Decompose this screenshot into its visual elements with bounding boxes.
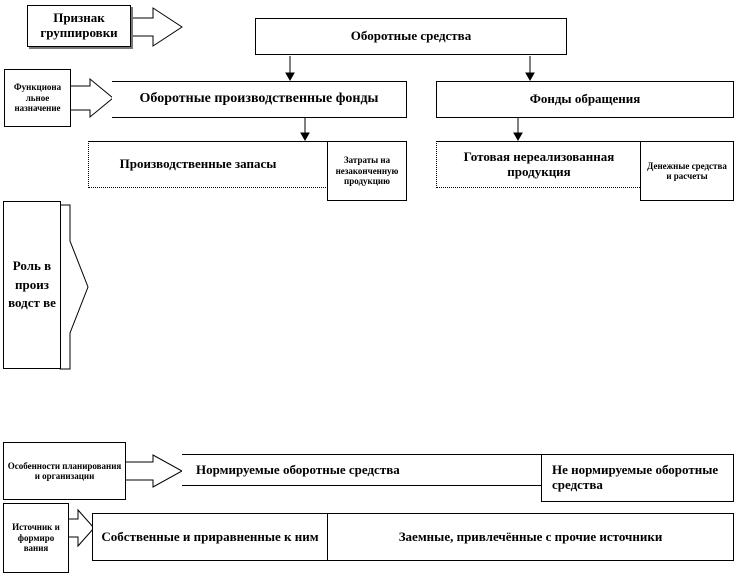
criterion-function-label: Функциона льное назначение <box>13 82 62 114</box>
node-working-capital: Оборотные средства <box>255 18 567 55</box>
node-production-funds: Оборотные производственные фонды <box>112 81 407 118</box>
node-normalized-label: Нормируемые оборотные средства <box>196 461 400 477</box>
node-finished-goods: Готовая нереализованная продукция <box>436 141 642 188</box>
node-own: Собственные и приравненные к ним <box>92 513 328 561</box>
node-borrowed-label: Заемные, привлечённые с прочие источники <box>398 528 663 544</box>
criterion-role-label: Роль в произ водст ве <box>8 257 56 311</box>
criterion-planning: Особенности планирования и организации <box>3 442 126 500</box>
node-working-capital-label: Оборотные средства <box>350 28 472 44</box>
criterion-grouping-label: Признак группировки <box>40 10 118 40</box>
criterion-role: Роль в произ водст ве <box>3 201 61 369</box>
criterion-sources-label: Источник и формиро вания <box>12 522 60 554</box>
node-wip-costs-label: Затраты на незаконченную продукцию <box>335 155 399 187</box>
node-borrowed: Заемные, привлечённые с прочие источники <box>327 513 734 561</box>
node-production-stocks-label: Производственные запасы <box>119 156 277 172</box>
node-own-label: Собственные и приравненные к ним <box>101 528 319 544</box>
node-cash-label: Денежные средства и расчеты <box>647 160 727 181</box>
block-arrow-planning <box>124 454 184 488</box>
node-circulation-funds-label: Фонды обращения <box>529 91 641 107</box>
node-wip-costs: Затраты на незаконченную продукцию <box>327 141 407 201</box>
criterion-sources: Источник и формиро вания <box>3 503 69 573</box>
node-finished-goods-label: Готовая нереализованная продукция <box>463 148 615 179</box>
block-arrow-role <box>59 204 89 370</box>
node-non-normalized: Не нормируемые оборотные средства <box>541 454 734 502</box>
node-circulation-funds: Фонды обращения <box>436 81 734 118</box>
criterion-planning-label: Особенности планирования и организации <box>7 460 122 481</box>
block-arrow-grouping <box>129 7 183 47</box>
node-normalized: Нормируемые оборотные средства <box>182 454 542 486</box>
criterion-grouping: Признак группировки <box>27 5 131 47</box>
criterion-function: Функциона льное назначение <box>4 69 71 127</box>
node-cash: Денежные средства и расчеты <box>640 141 734 201</box>
block-arrow-sources <box>67 508 95 548</box>
node-non-normalized-label: Не нормируемые оборотные средства <box>552 462 719 492</box>
block-arrow-function <box>69 77 114 119</box>
node-production-funds-label: Оборотные производственные фонды <box>139 91 379 107</box>
node-production-stocks: Производственные запасы <box>88 141 328 188</box>
